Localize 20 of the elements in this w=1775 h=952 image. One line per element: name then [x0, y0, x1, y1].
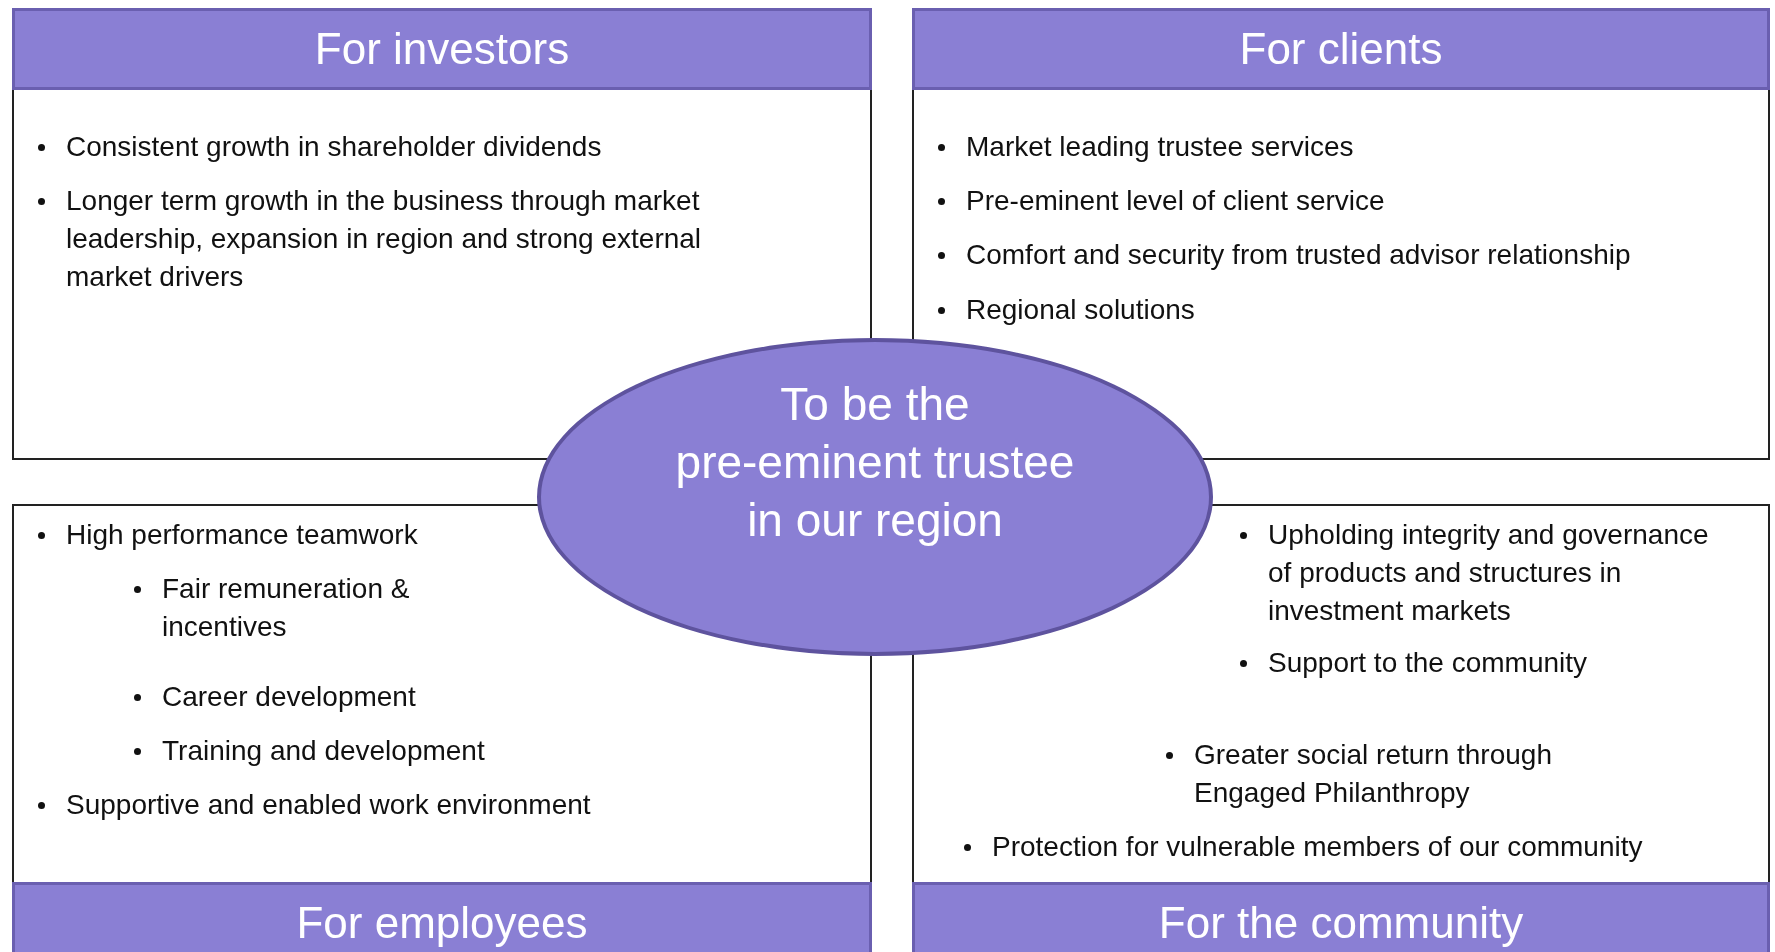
section-heading: For the community	[912, 882, 1770, 952]
bullet-text: Comfort and security from trusted advisor relationship	[966, 239, 1631, 270]
bullet-text: Market leading trustee services	[966, 131, 1354, 162]
bullet-text: Supportive and enabled work environment	[66, 789, 591, 820]
bullet-text: Career development	[162, 681, 416, 712]
bullet-text: Pre-eminent level of client service	[966, 185, 1385, 216]
bullet-text: Regional solutions	[966, 294, 1195, 325]
bullet-text: Training and development	[162, 735, 485, 766]
section-heading: For clients	[912, 8, 1770, 90]
bullet-text: High performance teamwork	[66, 519, 418, 550]
bullet-text: Consistent growth in shareholder dividends	[66, 131, 602, 162]
bullet-text: Fair remuneration & incentives	[162, 573, 410, 642]
bullet-text: Support to the community	[1268, 647, 1588, 678]
bullet-text: Upholding integrity and governance of products and structures in investment markets	[1268, 519, 1709, 626]
section-heading: For employees	[12, 882, 872, 952]
quadrant-panel	[12, 504, 872, 952]
bullet-text: Longer term growth in the business through market leadership, expansion in region and strong external market drivers	[66, 185, 702, 292]
section-heading: For investors	[12, 8, 872, 90]
bullet-text: Greater social return through Engaged Philanthropy	[1194, 739, 1552, 808]
bullet-text: Protection for vulnerable members of our community	[992, 831, 1643, 862]
